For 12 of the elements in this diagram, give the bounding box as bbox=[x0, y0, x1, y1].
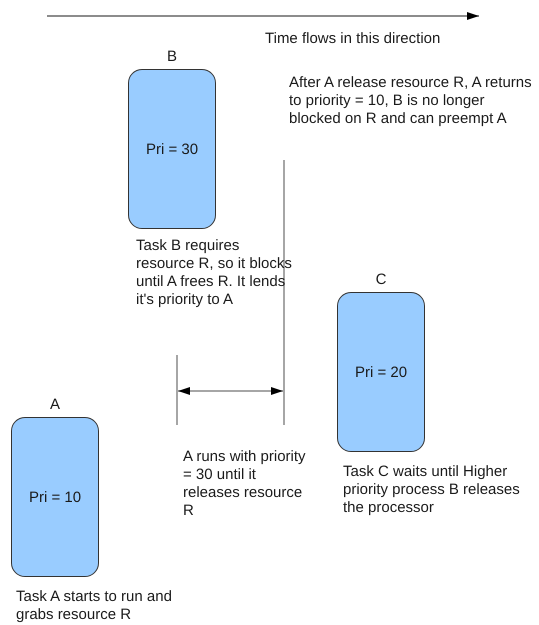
priority-label: Pri = 10 bbox=[28, 488, 82, 506]
task-name: A bbox=[50, 396, 60, 413]
priority-label: Pri = 30 bbox=[146, 140, 198, 158]
priority-label: Pri = 20 bbox=[354, 364, 408, 380]
task-name: B bbox=[166, 48, 177, 65]
annotation-text: After A release resource R, A returns to priority = 10, B is no longer blocked on R and can preempt A bbox=[289, 74, 533, 128]
axis-label: Time flows in this direction bbox=[265, 30, 442, 48]
task-caption: Task A starts to run and grabs resource R bbox=[16, 588, 173, 624]
annotation-text: A runs with priority = 30 until it releases resource R bbox=[183, 448, 307, 520]
task-name: C bbox=[376, 271, 386, 288]
task-caption: Task C waits until Higher priority process B releases the processor bbox=[343, 463, 521, 517]
task-caption: Task B requires resource R, so it blocks until A frees R. It lends it's priority to A bbox=[136, 237, 293, 309]
